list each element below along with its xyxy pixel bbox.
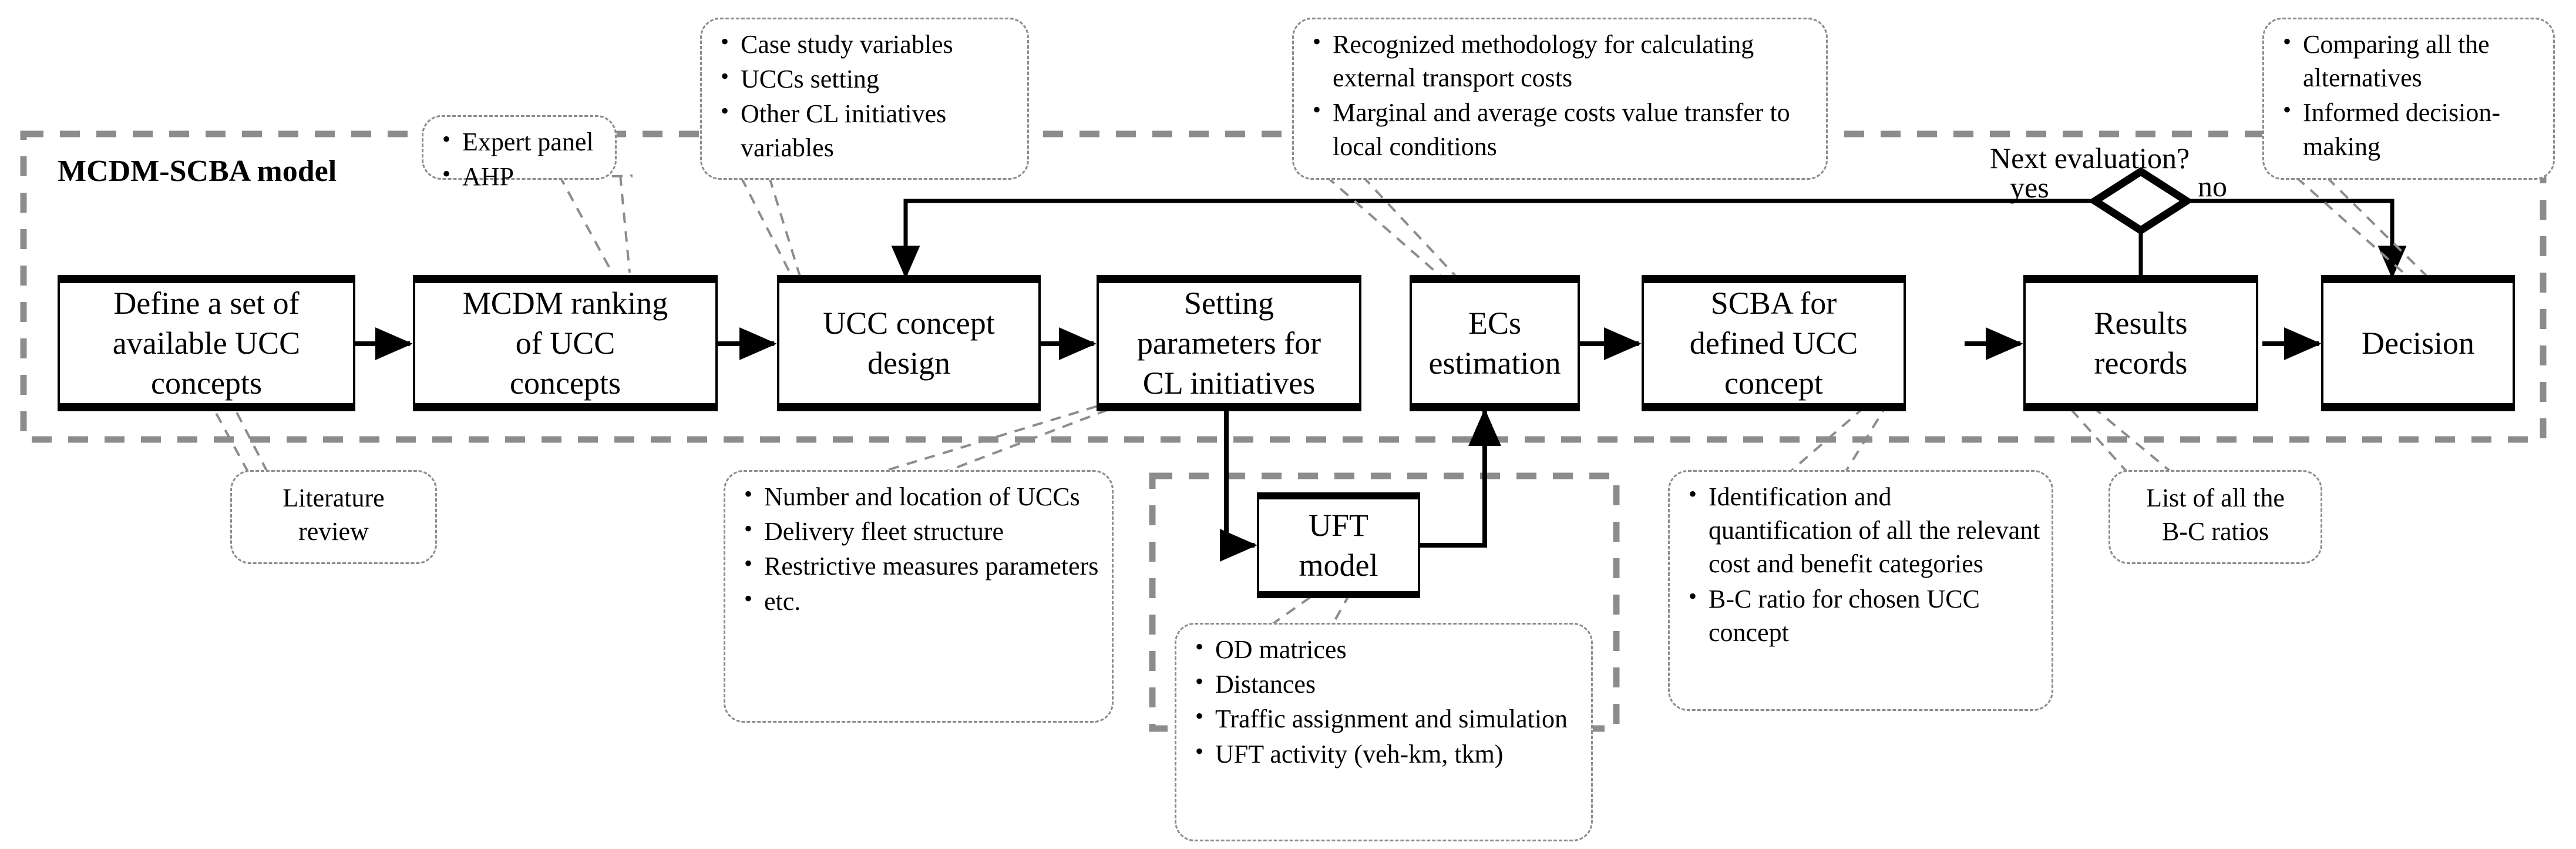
edge-uft-to-ecs <box>1420 408 1501 548</box>
process-box-mcdm-ranking[interactable]: MCDM ranking of UCC concepts <box>413 275 718 411</box>
box-line: of UCC <box>515 325 616 361</box>
callout-bc-ratio-list: List of all the B-C ratios <box>2108 470 2322 564</box>
process-box-scba-defined-ucc[interactable]: SCBA for defined UCC concept <box>1642 275 1906 411</box>
leader-recognized-methodology <box>1325 175 1461 282</box>
box-line: ECs <box>1468 305 1522 341</box>
callout-item: B-C ratio for chosen UCC concept <box>1689 581 2041 649</box>
leader-expert-panel-tail <box>558 175 631 273</box>
box-line: records <box>2094 345 2188 381</box>
callout-expert-panel: Expert panel AHP <box>422 115 617 191</box>
edge-yes-branch <box>891 199 2095 279</box>
callout-recognized-methodology: Recognized methodology for calculating e… <box>1292 18 1828 180</box>
leader-comparing-alternatives <box>2295 176 2428 283</box>
box-line: UFT model <box>1299 507 1378 583</box>
box-line: design <box>867 345 950 381</box>
box-line: concepts <box>151 365 262 401</box>
leader-scba-outputs <box>1784 403 1888 477</box>
process-box-ecs-estimation[interactable]: ECs estimation <box>1410 275 1580 411</box>
box-line: Setting <box>1183 285 1274 321</box>
edge-setting-to-uft <box>1219 405 1257 562</box>
box-line: available UCC <box>112 325 301 361</box>
callout-comparing-alternatives: Comparing all the alternatives Informed … <box>2262 18 2555 180</box>
process-box-uft-model[interactable]: UFT model <box>1257 492 1420 598</box>
process-box-ucc-concept-design[interactable]: UCC concept design <box>777 275 1041 411</box>
callout-line: Literature <box>283 484 385 512</box>
callout-item: Comparing all the alternatives <box>2283 26 2543 95</box>
callout-item: Recognized methodology for calculating e… <box>1313 26 1815 95</box>
leader-cl-parameters <box>852 397 1135 482</box>
callout-literature-review: Literature review <box>230 470 437 564</box>
callout-item: UCCs setting <box>721 61 1017 96</box>
callout-item: AHP <box>442 159 604 193</box>
leader-expert-panel <box>612 175 633 177</box>
callout-line: List of all the <box>2146 484 2285 512</box>
callout-item: Distances <box>1195 666 1580 701</box>
callout-item: Case study variables <box>721 26 1017 61</box>
box-line: concepts <box>510 365 621 401</box>
mcdm-scba-group-frame <box>20 130 2547 443</box>
decision-question-label: Next evaluation? <box>1990 142 2190 175</box>
callout-item: Other CL initiatives variables <box>721 96 1017 164</box>
callout-text: Literature review <box>232 472 435 558</box>
process-box-define-set[interactable]: Define a set of available UCC concepts <box>58 275 355 411</box>
leader-bc-ratio-list <box>2067 404 2174 475</box>
callout-line: B-C ratios <box>2161 517 2269 546</box>
box-line: concept <box>1724 365 1823 401</box>
model-label: MCDM-SCBA model <box>58 155 337 188</box>
callout-cl-parameters: Number and location of UCCs Delivery fle… <box>724 470 1114 723</box>
decision-no-label: no <box>2198 170 2227 203</box>
callout-item: OD matrices <box>1195 632 1580 666</box>
box-line: estimation <box>1428 345 1561 381</box>
callout-scba-outputs: Identification and quantification of all… <box>1668 470 2053 711</box>
box-line: parameters for <box>1136 325 1321 361</box>
callout-uft-inputs: OD matrices Distances Traffic assignment… <box>1175 623 1593 841</box>
box-line: Define a set of <box>113 285 300 321</box>
decision-yes-label: yes <box>2010 171 2049 204</box>
callout-item: Informed decision-making <box>2283 95 2543 163</box>
process-box-setting-parameters[interactable]: Setting parameters for CL initiatives <box>1097 275 1361 411</box>
process-box-decision[interactable]: Decision <box>2321 275 2515 411</box>
callout-item: Marginal and average costs value transfe… <box>1313 95 1815 163</box>
process-box-results-records[interactable]: Results records <box>2023 275 2258 411</box>
box-line: CL initiatives <box>1142 365 1316 401</box>
box-line: SCBA for <box>1710 285 1837 321</box>
callout-item: Number and location of UCCs <box>744 479 1101 514</box>
edge-no-branch <box>2187 199 2407 279</box>
callout-item: Delivery fleet structure <box>744 514 1101 548</box>
box-line: UCC concept <box>823 305 995 341</box>
callout-item: Identification and quantification of all… <box>1689 479 2041 581</box>
callout-case-study-variables: Case study variables UCCs setting Other … <box>700 18 1029 180</box>
callout-item: Expert panel <box>442 124 604 159</box>
box-line: Decision <box>2362 325 2474 361</box>
callout-item: Traffic assignment and simulation <box>1195 701 1580 736</box>
callout-item: etc. <box>744 583 1101 618</box>
box-line: Results <box>2094 305 2188 341</box>
callout-line: review <box>298 517 369 546</box>
callout-text: List of all the B-C ratios <box>2110 472 2321 558</box>
leader-literature-review <box>213 410 277 489</box>
leader-case-study <box>740 177 803 283</box>
callout-item: Restrictive measures parameters <box>744 548 1101 583</box>
decision-diamond[interactable] <box>2087 167 2194 235</box>
box-line: MCDM ranking <box>462 285 668 321</box>
box-line: defined UCC <box>1689 325 1858 361</box>
callout-item: UFT activity (veh-km, tkm) <box>1195 736 1580 771</box>
